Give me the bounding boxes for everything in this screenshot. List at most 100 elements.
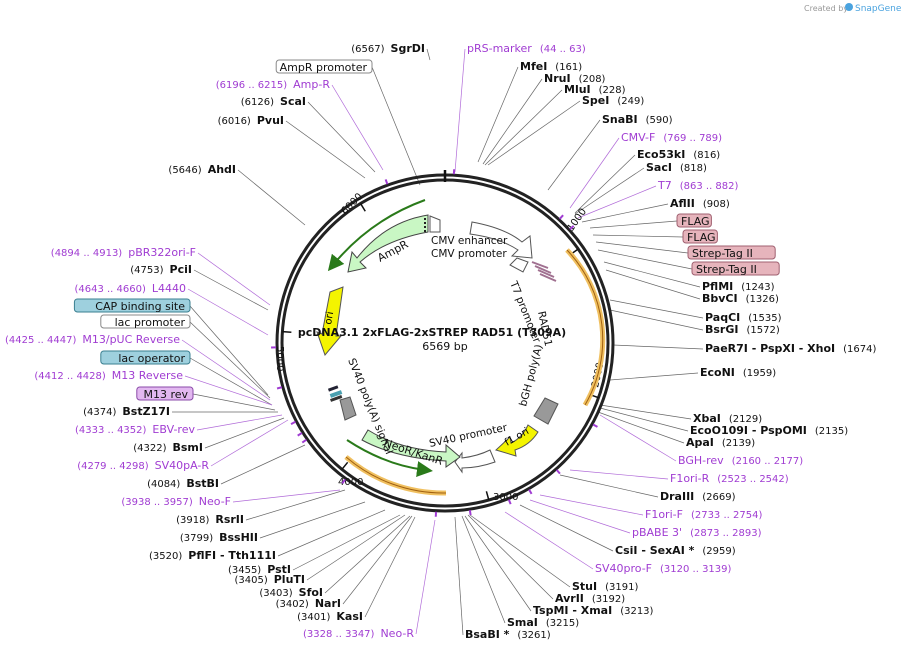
- label-bsshii[interactable]: (3799)BssHII: [180, 531, 258, 544]
- label-pvui[interactable]: (6016)PvuI: [218, 114, 284, 127]
- label-paqci[interactable]: PaqCI(1535): [705, 311, 782, 324]
- label-smai[interactable]: SmaI(3215): [507, 616, 579, 629]
- label-scai[interactable]: (6126)ScaI: [241, 95, 306, 108]
- neo-kanr-feature[interactable]: [361, 429, 461, 468]
- bgh-polya-feature[interactable]: [533, 397, 559, 425]
- label-cap[interactable]: CAP binding site: [73, 298, 191, 313]
- leader-bghrev: [599, 414, 677, 462]
- label-position: (1572): [746, 325, 779, 336]
- ori-feature[interactable]: [316, 286, 344, 356]
- label-csii[interactable]: CsiI - SexAI *(2959): [615, 544, 736, 557]
- label-bghrev[interactable]: BGH-rev(2160 .. 2177): [678, 454, 803, 467]
- label-amp-r[interactable]: (6196 .. 6215)Amp-R: [216, 78, 331, 91]
- label-t7[interactable]: T7(863 .. 882): [657, 179, 739, 192]
- label-lacprom[interactable]: lac promoter: [100, 314, 191, 329]
- label-neor[interactable]: (3328 .. 3347)Neo-R: [303, 627, 414, 640]
- label-pcii[interactable]: (4753)PciI: [130, 263, 192, 276]
- label-text: BbvCI(1326): [702, 292, 779, 305]
- label-bbvci[interactable]: BbvCI(1326): [702, 292, 779, 305]
- leader-neor: [415, 519, 436, 635]
- leader-m13puc: [181, 339, 271, 401]
- label-mlui[interactable]: MluI(228): [564, 83, 626, 96]
- label-ahdi[interactable]: (5646)AhdI: [168, 163, 236, 176]
- label-ecoo109i[interactable]: EcoO109I - PspOMI(2135): [690, 424, 848, 437]
- label-aflii[interactable]: AflII(908): [670, 197, 730, 210]
- label-stui[interactable]: StuI(3191): [572, 580, 638, 593]
- label-bstbi[interactable]: (4084)BstBI: [147, 477, 219, 490]
- label-sfoi[interactable]: (3403)SfoI: [259, 586, 323, 599]
- sv40-promoter-feature[interactable]: [454, 449, 496, 474]
- label-strep1[interactable]: Strep-Tag II: [687, 245, 776, 260]
- label-feature-name: pBABE 3': [632, 526, 682, 539]
- f1-ori-feature[interactable]: [495, 424, 539, 457]
- label-position: (4643 .. 4660): [74, 284, 146, 295]
- label-spei[interactable]: SpeI(249): [582, 94, 644, 107]
- label-m13r[interactable]: (4412 .. 4428)M13 Reverse: [34, 369, 183, 382]
- label-bsabi[interactable]: BsaBI *(3261): [465, 628, 551, 641]
- label-f1orir[interactable]: F1ori-R(2523 .. 2542): [670, 472, 789, 485]
- label-feature-name: L4440: [152, 282, 186, 295]
- label-m13puc[interactable]: (4425 .. 4447)M13/pUC Reverse: [5, 333, 180, 346]
- label-text: CAP binding site: [95, 300, 185, 313]
- cmv-enhancer-feature[interactable]: [469, 221, 533, 259]
- label-apai[interactable]: ApaI(2139): [686, 436, 755, 449]
- label-kasi[interactable]: (3401)KasI: [297, 610, 363, 623]
- label-pflmi[interactable]: PflMI(1243): [702, 280, 775, 293]
- label-draiii[interactable]: DraIII(2669): [660, 490, 736, 503]
- label-lacop[interactable]: lac operator: [100, 350, 191, 365]
- label-pflfi[interactable]: (3520)PflFI - Tth111I: [149, 549, 276, 562]
- tick-label-4000: 4000: [338, 477, 363, 488]
- label-strep2[interactable]: Strep-Tag II: [691, 261, 780, 276]
- cmv-promoter-label: CMV promoter: [431, 248, 507, 260]
- ampr-feature[interactable]: [347, 214, 429, 273]
- label-box: [687, 245, 776, 260]
- label-text: (3328 .. 3347)Neo-R: [303, 627, 414, 640]
- label-econi[interactable]: EcoNI(1959): [700, 366, 776, 379]
- label-sv40pa[interactable]: (4279 .. 4298)SV40pA-R: [77, 459, 209, 472]
- label-position: (3401): [297, 612, 330, 623]
- label-text: AmpR promoter: [280, 61, 368, 74]
- label-flag2[interactable]: FLAG: [682, 229, 718, 244]
- label-tspmi[interactable]: TspMI - XmaI(3213): [533, 604, 654, 617]
- cmv-promoter-feature[interactable]: [509, 257, 529, 273]
- label-eco53ki[interactable]: Eco53kI(816): [637, 148, 720, 161]
- label-avrii[interactable]: AvrII(3192): [555, 592, 625, 605]
- label-xbai[interactable]: XbaI(2129): [693, 412, 762, 425]
- label-bsmi[interactable]: (4322)BsmI: [133, 441, 203, 454]
- label-rsrii[interactable]: (3918)RsrII: [176, 513, 244, 526]
- label-ampr-prom[interactable]: AmpR promoter: [275, 59, 373, 74]
- label-position: (4322): [133, 443, 166, 454]
- label-sgrdi[interactable]: (6567)SgrDI: [351, 42, 425, 55]
- primer-site-mark: [468, 510, 472, 516]
- label-pbabe[interactable]: pBABE 3'(2873 .. 2893): [632, 526, 762, 539]
- label-site-name: SacI: [646, 161, 672, 174]
- label-text: lac operator: [118, 352, 185, 365]
- label-cmvf[interactable]: CMV-F(769 .. 789): [621, 131, 722, 144]
- sv40-polya-feature[interactable]: [339, 396, 357, 421]
- label-f1orif[interactable]: F1ori-F(2733 .. 2754): [645, 508, 762, 521]
- label-mfei[interactable]: MfeI(161): [520, 60, 582, 73]
- label-sv40prof[interactable]: SV40pro-F(3120 .. 3139): [595, 562, 732, 575]
- primer-arc-neo-line: [345, 456, 447, 494]
- label-psti[interactable]: (3455)PstI: [228, 563, 291, 576]
- label-ebv[interactable]: (4333 .. 4352)EBV-rev: [75, 423, 195, 436]
- label-rsmarker[interactable]: pRS-marker(44 .. 63): [467, 42, 586, 55]
- label-saci[interactable]: SacI(818): [646, 161, 707, 174]
- label-nari[interactable]: (3402)NarI: [276, 597, 341, 610]
- label-snabi[interactable]: SnaBI(590): [602, 113, 673, 126]
- label-m13rev[interactable]: M13 rev: [136, 386, 194, 401]
- ori-feature-label: ori: [323, 311, 336, 326]
- label-flag1[interactable]: FLAG: [676, 213, 712, 228]
- label-l4440[interactable]: (4643 .. 4660) L4440: [74, 282, 186, 295]
- label-pluti[interactable]: (3405)PluTI: [234, 573, 305, 586]
- label-bstz17i[interactable]: (4374)BstZ17I: [83, 405, 170, 418]
- label-bsrgi[interactable]: BsrGI(1572): [705, 323, 780, 336]
- label-pbr322[interactable]: (4894 .. 4913)pBR322ori-F: [51, 246, 196, 259]
- tick-mark-6000: [359, 203, 366, 212]
- label-position: (3192): [592, 594, 625, 605]
- label-position: (4894 .. 4913): [51, 248, 123, 259]
- ampr-promoter-feature[interactable]: [429, 215, 441, 233]
- label-neof[interactable]: (3938 .. 3957)Neo-F: [121, 495, 231, 508]
- label-paer7i[interactable]: PaeR7I - PspXI - XhoI(1674): [705, 342, 877, 355]
- label-nrui[interactable]: NruI(208): [544, 72, 606, 85]
